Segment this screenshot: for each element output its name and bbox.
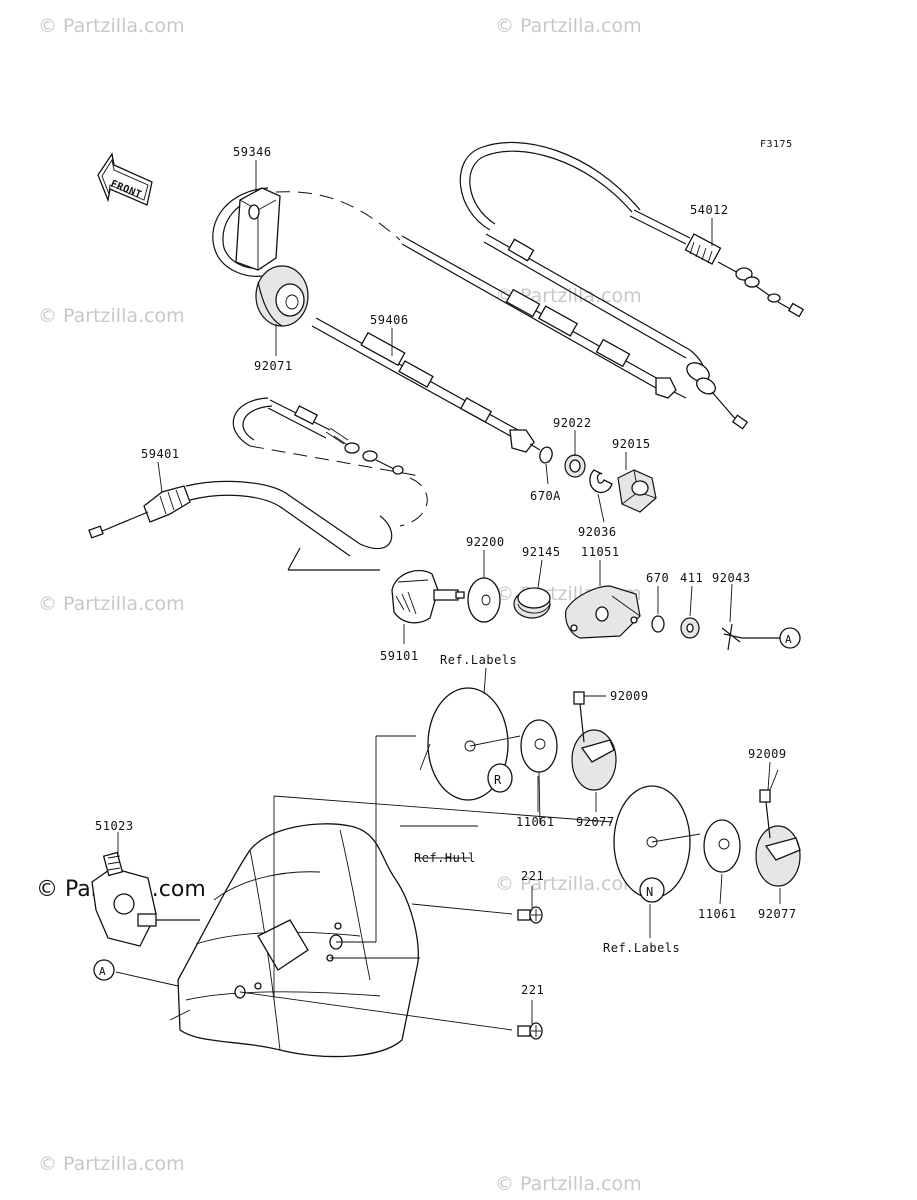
- figure-code: F3175: [760, 139, 793, 150]
- part-label: 11061: [698, 907, 737, 921]
- part-label: 92145: [522, 545, 561, 559]
- watermark: © Partzilla.com: [38, 1153, 185, 1175]
- ref-hull: Ref.Hull: [414, 851, 476, 865]
- part-92071-grommet: [255, 265, 309, 327]
- part-label: 92036: [578, 525, 617, 539]
- front-arrow-icon: FRONT: [97, 152, 153, 206]
- part-number-labels: 59346 54012 59406 92071 92022 92015 670A…: [95, 145, 797, 997]
- part-label: 92022: [553, 416, 592, 430]
- part-92200-washer: [467, 577, 501, 623]
- label-disc-group-top: R: [419, 687, 617, 801]
- part-label: 92015: [612, 437, 651, 451]
- ref-labels-top: Ref.Labels: [440, 653, 517, 667]
- part-label: 92077: [576, 815, 615, 829]
- watermark: © Partzilla.com: [38, 305, 185, 327]
- reference-labels: Ref.Labels Ref.Hull Ref.Labels: [414, 653, 680, 955]
- svg-text:A: A: [99, 965, 106, 978]
- part-label: 92077: [758, 907, 797, 921]
- small-hardware-top: [539, 446, 657, 513]
- part-label: 59401: [141, 447, 180, 461]
- part-label: 670A: [530, 489, 561, 503]
- part-label: 59101: [380, 649, 419, 663]
- part-59101-bracket: [391, 569, 465, 624]
- assembly-lines: [115, 735, 779, 1031]
- part-label: 59406: [370, 313, 409, 327]
- part-label: 92200: [466, 535, 505, 549]
- part-51023-switch: [91, 851, 200, 947]
- svg-text:A: A: [785, 633, 792, 646]
- part-59406-cable: [311, 235, 687, 453]
- label-n-glyph: N: [646, 885, 654, 899]
- part-92145-spring: [513, 587, 551, 619]
- callout-a-right: A: [779, 627, 801, 649]
- part-11051-plate: [565, 585, 641, 639]
- label-disc-group-bottom: N: [613, 785, 801, 903]
- part-221-screw-upper: [517, 906, 543, 924]
- watermark: © Partzilla.com: [495, 873, 642, 895]
- part-label: 11051: [581, 545, 620, 559]
- part-label: 221: [521, 983, 544, 997]
- watermark: © Partzilla.com: [495, 1173, 642, 1195]
- hull-panel: [169, 823, 419, 1058]
- part-label: 54012: [690, 203, 729, 217]
- leader-lines: [117, 160, 781, 938]
- watermark: © Partzilla.com: [38, 15, 185, 37]
- part-label: 59346: [233, 145, 272, 159]
- part-label: 221: [521, 869, 544, 883]
- ref-labels-bottom: Ref.Labels: [603, 941, 680, 955]
- watermark: © Partzilla.com: [495, 15, 642, 37]
- part-221-screw-lower: [517, 1022, 543, 1040]
- part-label: 92043: [712, 571, 751, 585]
- part-label: 11061: [516, 815, 555, 829]
- part-59346-holder: [235, 187, 281, 271]
- small-hardware-mid: [651, 615, 780, 651]
- part-label: 92009: [610, 689, 649, 703]
- callout-a-left: A: [93, 959, 115, 981]
- label-r-glyph: R: [494, 773, 502, 787]
- part-label: 670: [646, 571, 669, 585]
- part-59401-cable: [88, 397, 428, 571]
- part-label: 411: [680, 571, 703, 585]
- part-54012-cable: [483, 209, 805, 430]
- watermark: © Partzilla.com: [38, 593, 185, 615]
- part-label: 92071: [254, 359, 293, 373]
- part-label: 51023: [95, 819, 134, 833]
- part-label: 92009: [748, 747, 787, 761]
